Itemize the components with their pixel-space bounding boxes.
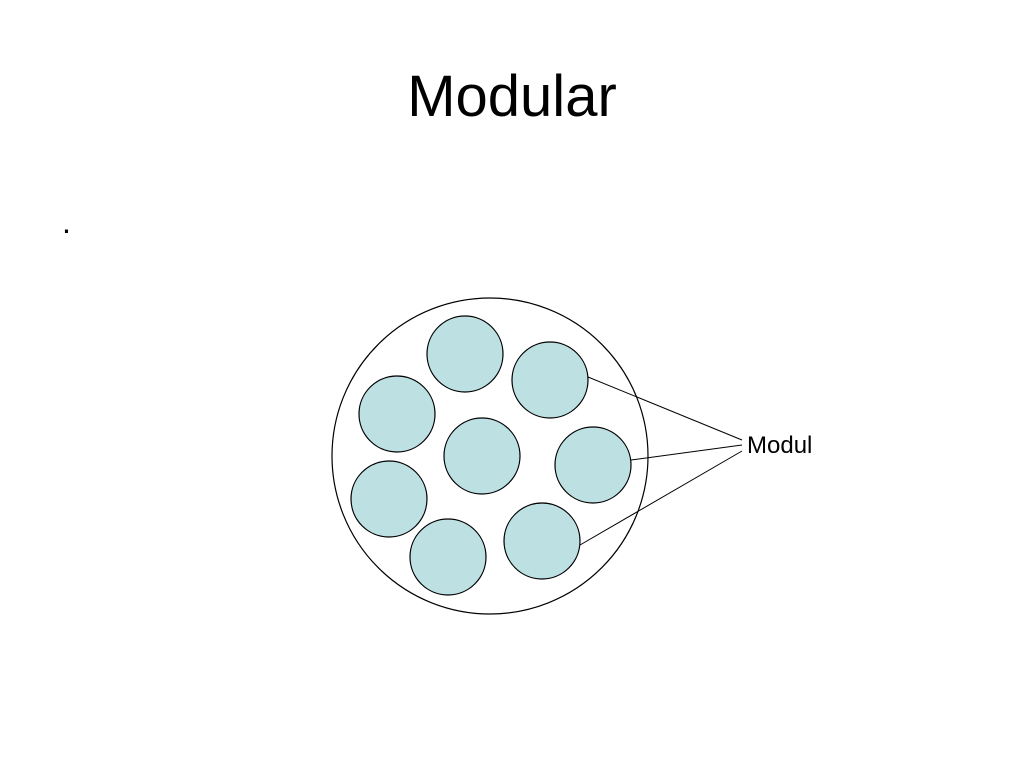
module-circle — [503, 502, 581, 580]
module-circle — [409, 518, 487, 596]
module-circle — [350, 460, 428, 538]
module-circle — [426, 315, 504, 393]
module-circle — [511, 341, 589, 419]
slide-title: Modular — [407, 64, 617, 129]
module-label: Modul — [747, 432, 812, 459]
callout-line — [630, 444, 743, 461]
bullet-point: . — [62, 204, 71, 240]
module-circle — [443, 417, 521, 495]
module-circle — [358, 375, 436, 453]
module-circle — [554, 426, 632, 504]
callout-line — [587, 376, 743, 441]
callout-line — [579, 450, 743, 546]
